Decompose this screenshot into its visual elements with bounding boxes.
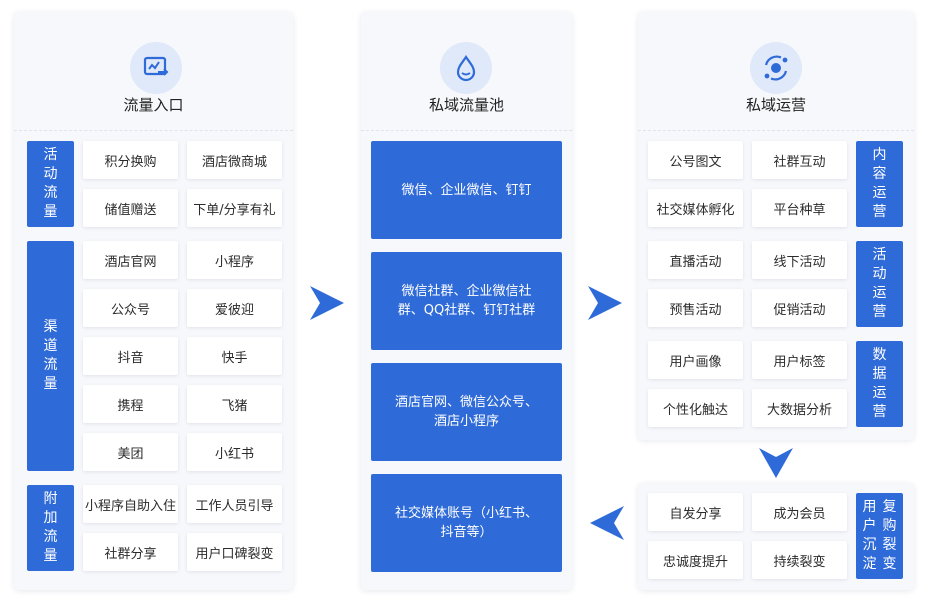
group-label-activity-ops: 活动运营 [856, 241, 903, 327]
ops-cell[interactable]: 直播活动 [648, 241, 743, 279]
entry-cell[interactable]: 爱彼迎 [187, 289, 282, 327]
monitor-chart-icon [143, 56, 169, 76]
ops-cell[interactable]: 用户画像 [648, 341, 743, 379]
entry-cell[interactable]: 携程 [83, 385, 178, 423]
group-label-channel-traffic: 渠道流量 [27, 241, 74, 471]
pool-panel-header [361, 12, 572, 131]
entry-panel-header [14, 12, 293, 131]
label-user-retention: 用户沉淀 [862, 499, 877, 572]
label-repurchase-fission: 复购裂变 [882, 499, 897, 572]
group-label-content-ops: 内容运营 [856, 141, 903, 227]
entry-cell[interactable]: 公众号 [83, 289, 178, 327]
arrow-right-icon [588, 286, 622, 320]
ops-cell[interactable]: 线下活动 [752, 241, 847, 279]
ops-panel-header [638, 12, 914, 131]
pool-item[interactable]: 酒店官网、微信公众号、酒店小程序 [371, 363, 562, 461]
retain-cell[interactable]: 持续裂变 [752, 541, 847, 579]
ops-title: 私域运营 [745, 96, 806, 114]
ops-panel: 私域运营 公号图文 社群互动 社交媒体孵化 平台种草 内容运营 直播活动 线下活… [638, 12, 914, 440]
retain-panel: 自发分享 成为会员 忠诚度提升 持续裂变 用户沉淀 复购裂变 [638, 483, 914, 590]
entry-cell[interactable]: 社群分享 [83, 533, 178, 571]
entry-cell[interactable]: 工作人员引导 [187, 485, 282, 523]
ops-cell[interactable]: 社交媒体孵化 [648, 189, 743, 227]
ops-cell[interactable]: 社群互动 [752, 141, 847, 179]
ops-cell[interactable]: 个性化触达 [648, 389, 743, 427]
orbit-icon [764, 55, 788, 81]
entry-cell[interactable]: 用户口碑裂变 [187, 533, 282, 571]
entry-cell[interactable]: 抖音 [83, 337, 178, 375]
pool-item[interactable]: 微信社群、企业微信社群、QQ社群、钉钉社群 [371, 252, 562, 350]
retain-cell[interactable]: 自发分享 [648, 493, 743, 531]
ops-cell[interactable]: 平台种草 [752, 189, 847, 227]
entry-cell[interactable]: 小程序 [187, 241, 282, 279]
entry-panel: 流量入口 活动流量 积分换购 酒店微商城 储值赠送 下单/分享有礼 渠道流量 酒… [14, 12, 293, 590]
pool-panel: 私域流量池 微信、企业微信、钉钉 微信社群、企业微信社群、QQ社群、钉钉社群 酒… [361, 12, 572, 590]
retain-cell[interactable]: 成为会员 [752, 493, 847, 531]
water-drop-icon [456, 55, 476, 82]
arrow-left-icon [590, 506, 624, 540]
entry-cell[interactable]: 快手 [187, 337, 282, 375]
entry-cell[interactable]: 储值赠送 [83, 189, 178, 227]
entry-cell[interactable]: 酒店微商城 [187, 141, 282, 179]
ops-cell[interactable]: 预售活动 [648, 289, 743, 327]
pool-item[interactable]: 微信、企业微信、钉钉 [371, 141, 562, 239]
pool-icon [440, 42, 492, 94]
entry-cell[interactable]: 飞猪 [187, 385, 282, 423]
group-label-data-ops: 数据运营 [856, 341, 903, 427]
arrow-down-icon [759, 448, 793, 478]
ops-cell[interactable]: 促销活动 [752, 289, 847, 327]
ops-cell[interactable]: 大数据分析 [752, 389, 847, 427]
retain-cell[interactable]: 忠诚度提升 [648, 541, 743, 579]
entry-cell[interactable]: 酒店官网 [83, 241, 178, 279]
entry-cell[interactable]: 积分换购 [83, 141, 178, 179]
pool-title: 私域流量池 [428, 96, 504, 114]
group-label-activity-traffic: 活动流量 [27, 141, 74, 227]
entry-title: 流量入口 [123, 96, 184, 114]
pool-item[interactable]: 社交媒体账号（小红书、抖音等） [371, 474, 562, 572]
ops-cell[interactable]: 公号图文 [648, 141, 743, 179]
entry-cell[interactable]: 下单/分享有礼 [187, 189, 282, 227]
group-label-extra-traffic: 附加流量 [27, 485, 74, 571]
entry-cell[interactable]: 小红书 [187, 433, 282, 471]
entry-cell[interactable]: 小程序自助入住 [83, 485, 178, 523]
arrow-right-icon [310, 286, 344, 320]
entry-cell[interactable]: 美团 [83, 433, 178, 471]
group-label-retention: 用户沉淀 复购裂变 [856, 493, 903, 579]
ops-icon [750, 42, 802, 94]
ops-cell[interactable]: 用户标签 [752, 341, 847, 379]
entry-icon [130, 42, 182, 94]
